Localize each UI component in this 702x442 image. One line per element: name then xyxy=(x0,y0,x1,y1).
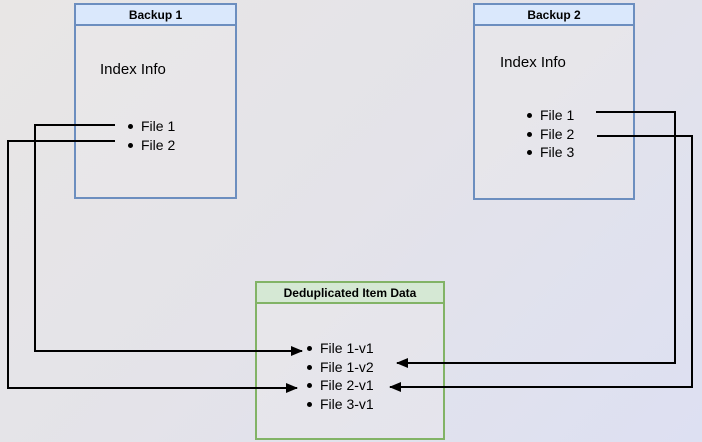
list-item: File 3 xyxy=(524,143,574,162)
dedup-header: Deduplicated Item Data xyxy=(257,283,443,304)
backup2-index-info-label: Index Info xyxy=(500,54,566,71)
list-item: File 1-v2 xyxy=(304,358,374,377)
dedup-title: Deduplicated Item Data xyxy=(283,285,417,300)
list-item: File 1 xyxy=(125,117,175,136)
backup1-header: Backup 1 xyxy=(76,5,235,26)
list-item: File 2 xyxy=(524,125,574,144)
backup2-header: Backup 2 xyxy=(475,5,633,26)
list-item: File 2-v1 xyxy=(304,376,374,395)
list-item: File 1 xyxy=(524,106,574,125)
list-item: File 1-v1 xyxy=(304,339,374,358)
backup1-title: Backup 1 xyxy=(128,7,183,22)
list-item: File 3-v1 xyxy=(304,395,374,414)
list-item: File 2 xyxy=(125,136,175,155)
backup2-title: Backup 2 xyxy=(527,7,581,22)
backup1-index-info-label: Index Info xyxy=(100,61,166,78)
